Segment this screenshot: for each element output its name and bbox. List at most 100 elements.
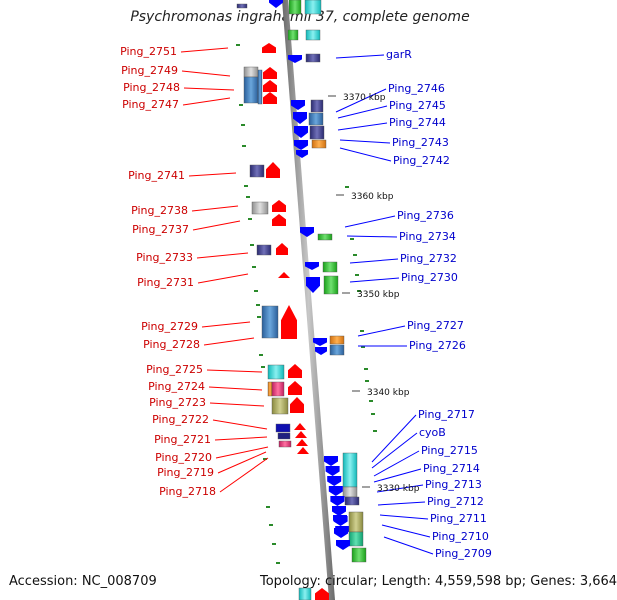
forward-gene-arrow <box>290 397 304 413</box>
gene-label[interactable]: Ping_2715 <box>421 444 478 457</box>
gene-block <box>308 112 324 126</box>
gene-label[interactable]: Ping_2737 <box>132 223 189 236</box>
gc-skew-mark <box>259 354 263 356</box>
gene-label[interactable]: Ping_2720 <box>155 451 212 464</box>
gene-label[interactable]: Ping_2727 <box>407 319 464 332</box>
gene-label[interactable]: Ping_2749 <box>121 64 178 77</box>
gene-label[interactable]: Ping_2710 <box>432 530 489 543</box>
gc-skew-mark <box>276 562 280 564</box>
gc-skew-mark <box>360 330 364 332</box>
gc-skew-mark <box>269 524 273 526</box>
gc-skew-mark <box>369 400 373 402</box>
gene-block <box>236 3 248 9</box>
gene-label[interactable]: Ping_2730 <box>401 271 458 284</box>
gene-label[interactable]: Ping_2714 <box>423 462 480 475</box>
genome-backbone <box>282 0 335 600</box>
gene-label[interactable]: Ping_2713 <box>425 478 482 491</box>
gene-label[interactable]: Ping_2712 <box>427 495 484 508</box>
gene-label[interactable]: garR <box>386 48 412 61</box>
reverse-gene-arrow <box>306 277 320 293</box>
gene-label[interactable]: Ping_2711 <box>430 512 487 525</box>
leader-line <box>219 457 269 493</box>
leader-line <box>376 484 424 493</box>
gene-label[interactable]: Ping_2741 <box>128 169 185 182</box>
leader-line <box>206 369 263 373</box>
gene-label[interactable]: Ping_2747 <box>122 98 179 111</box>
gene-block <box>256 244 272 256</box>
gene-label[interactable]: Ping_2717 <box>418 408 475 421</box>
reverse-gene-arrow <box>333 515 347 525</box>
leader-line <box>183 87 235 91</box>
right-gene-labels: garR Ping_2746 Ping_2745 Ping_2744 Ping_… <box>386 48 492 560</box>
leader-line <box>373 450 420 477</box>
gc-skew-mark <box>355 274 359 276</box>
gene-block <box>344 496 360 506</box>
gc-skew-mark <box>364 368 368 370</box>
gene-label[interactable]: Ping_2709 <box>435 547 492 560</box>
gc-skew-mark <box>357 290 361 292</box>
gene-block <box>311 139 327 149</box>
kbp-tick-labels: 3370 kbp 3360 kbp 3350 kbp 3340 kbp 3330… <box>343 93 420 494</box>
forward-gene-arrow <box>263 92 277 104</box>
gene-label[interactable]: Ping_2718 <box>159 485 216 498</box>
reverse-gene-arrow <box>325 466 340 476</box>
gene-label[interactable]: Ping_2744 <box>389 116 446 129</box>
gene-label[interactable]: Ping_2723 <box>149 396 206 409</box>
gene-block <box>348 511 364 533</box>
gc-skew-mark <box>345 186 349 188</box>
gene-label[interactable]: Ping_2728 <box>143 338 200 351</box>
forward-gene-arrow <box>278 272 290 278</box>
gene-label[interactable]: Ping_2733 <box>136 251 193 264</box>
leader-line <box>371 432 418 469</box>
forward-gene-arrow <box>272 214 286 226</box>
gene-label[interactable]: Ping_2751 <box>120 45 177 58</box>
gene-label[interactable]: Ping_2725 <box>146 363 203 376</box>
tick-label: 3330 kbp <box>377 484 420 494</box>
leader-line <box>201 321 251 328</box>
gene-label[interactable]: Ping_2738 <box>131 204 188 217</box>
leader-line <box>339 147 392 162</box>
leader-line <box>383 536 434 555</box>
reverse-gene-arrow <box>315 347 327 355</box>
gene-label[interactable]: Ping_2736 <box>397 209 454 222</box>
gene-label[interactable]: Ping_2746 <box>388 82 445 95</box>
gene-label[interactable]: Ping_2742 <box>393 154 450 167</box>
gene-label[interactable]: Ping_2743 <box>392 136 449 149</box>
gene-label[interactable]: cyoB <box>419 426 446 439</box>
gc-skew-mark <box>252 266 256 268</box>
reverse-gene-arrow <box>294 140 308 150</box>
tick-label: 3370 kbp <box>343 93 386 103</box>
gene-block <box>342 486 358 498</box>
reverse-gene-arrow <box>296 150 308 158</box>
gene-label[interactable]: Ping_2748 <box>123 81 180 94</box>
gene-label[interactable]: Ping_2722 <box>152 413 209 426</box>
leader-line <box>215 446 269 459</box>
gene-label[interactable]: Ping_2732 <box>400 252 457 265</box>
leader-line <box>339 139 391 144</box>
leader-line <box>344 215 396 228</box>
reverse-gene-arrow <box>336 540 350 550</box>
gene-block <box>288 0 302 15</box>
gc-skew-mark <box>365 380 369 382</box>
gene-label[interactable]: Ping_2729 <box>141 320 198 333</box>
forward-gene-arrow <box>272 200 286 212</box>
kbp-ticks <box>328 95 370 488</box>
forward-gene-arrow <box>296 439 308 446</box>
gc-skew-mark <box>261 366 265 368</box>
reverse-gene-arrow <box>305 262 319 270</box>
gene-label[interactable]: Ping_2726 <box>409 339 466 352</box>
gene-label[interactable]: Ping_2724 <box>148 380 205 393</box>
forward-gene-arrow <box>288 364 302 378</box>
gene-label[interactable]: Ping_2734 <box>399 230 456 243</box>
leader-line <box>346 235 398 238</box>
gc-skew-mark <box>371 413 375 415</box>
gene-block <box>243 66 259 78</box>
gene-label[interactable]: Ping_2745 <box>389 99 446 112</box>
gene-label[interactable]: Ping_2731 <box>137 276 194 289</box>
gene-block <box>322 261 338 273</box>
gene-block <box>323 275 339 295</box>
gene-label[interactable]: Ping_2719 <box>157 466 214 479</box>
gene-label[interactable]: Ping_2721 <box>154 433 211 446</box>
reverse-gene-arrow <box>327 476 342 486</box>
leader-line <box>357 325 406 337</box>
